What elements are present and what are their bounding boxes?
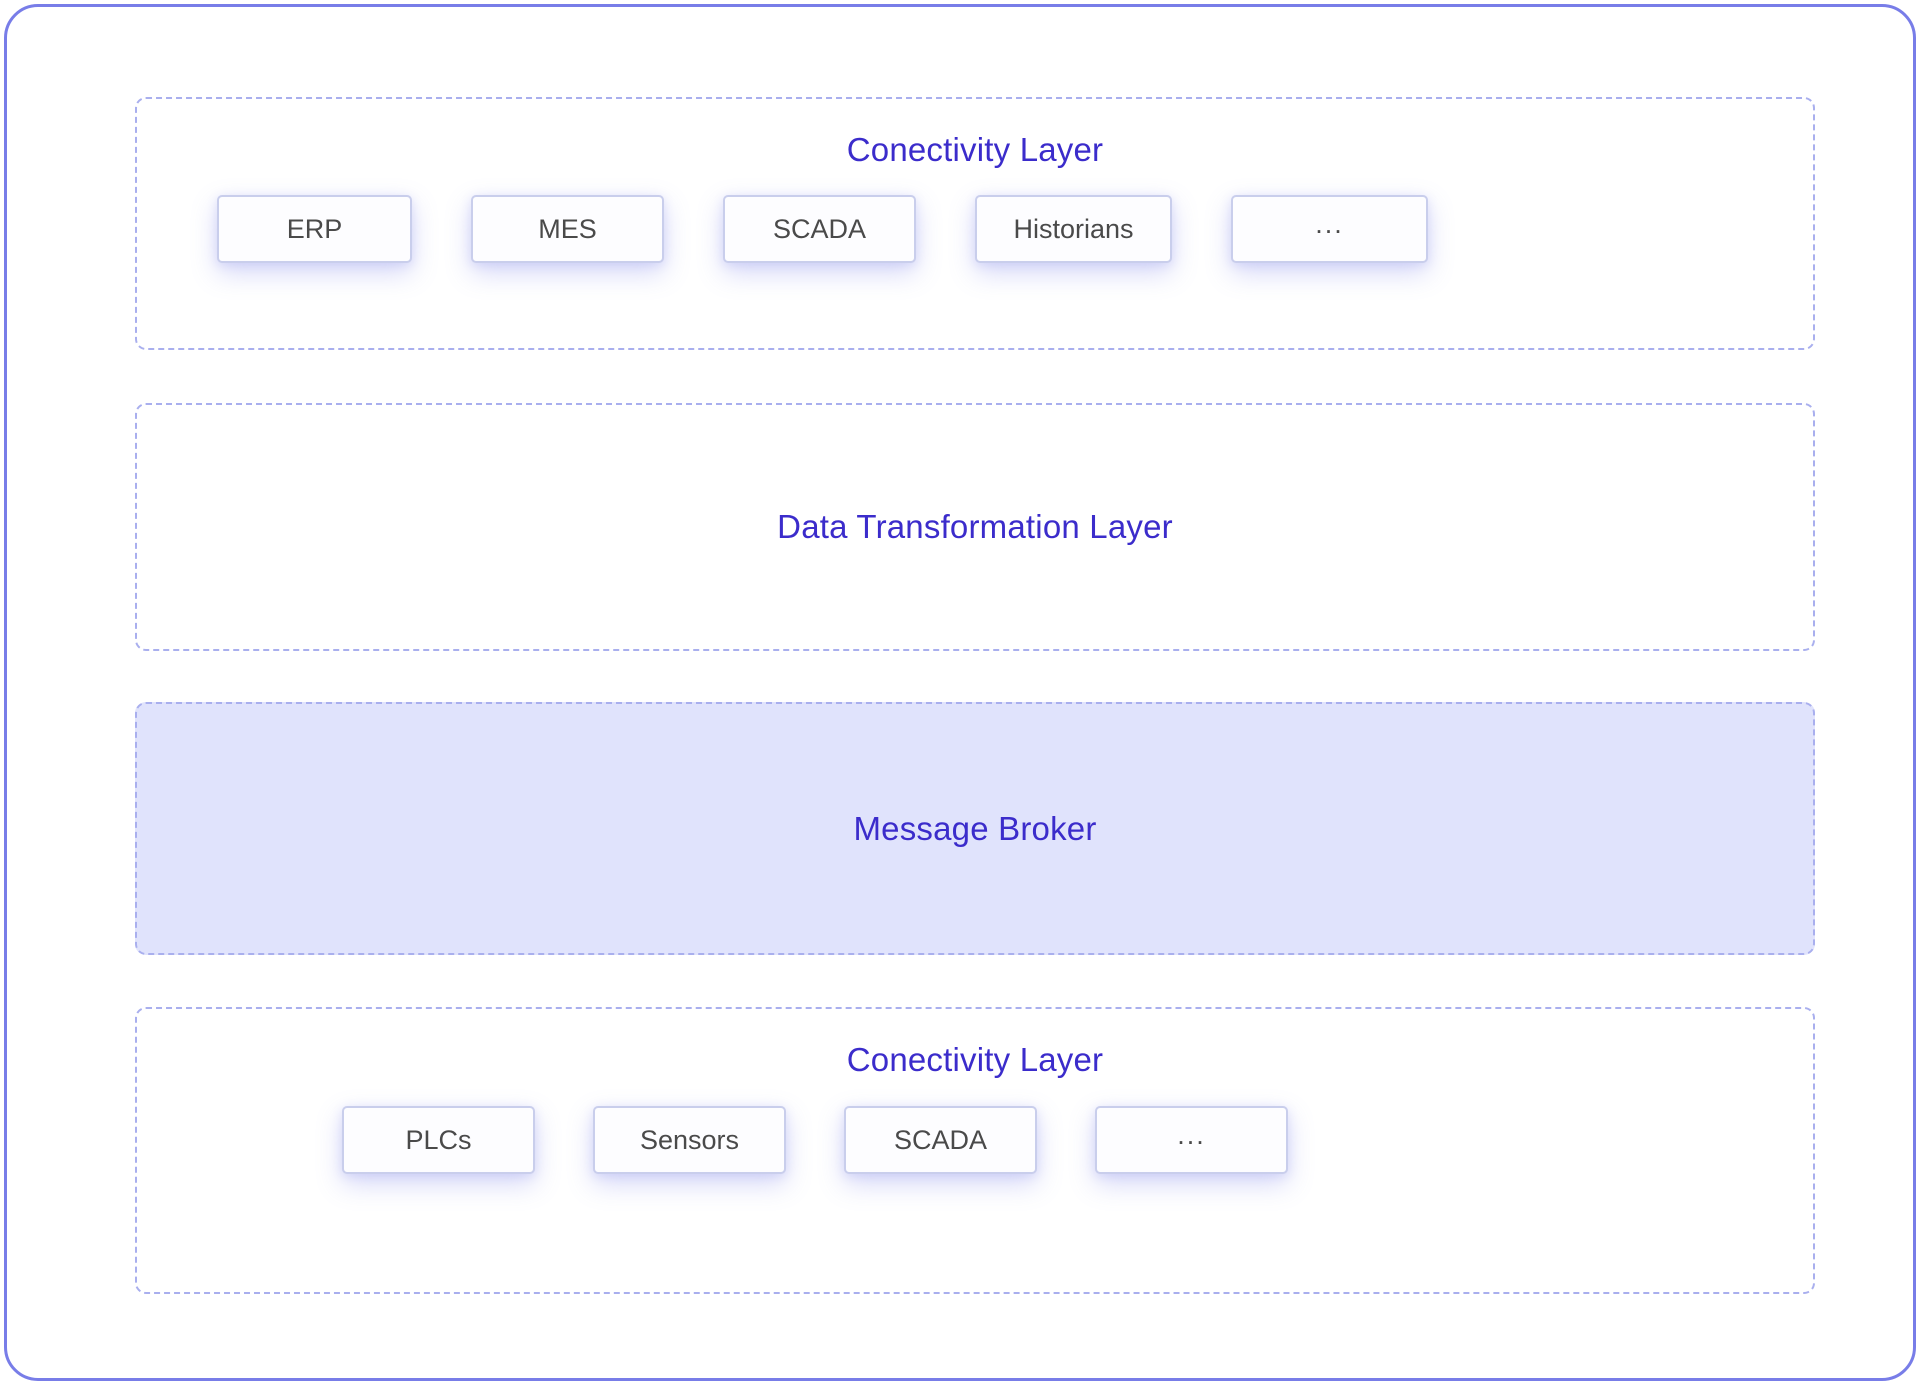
node-more-bottom[interactable]: ... (1095, 1106, 1288, 1174)
layer-connectivity-top[interactable]: Conectivity Layer ERP MES SCADA Historia… (135, 97, 1815, 350)
layer-title-data-transformation: Data Transformation Layer (777, 508, 1173, 545)
layer-title-message-broker: Message Broker (853, 809, 1097, 847)
layer-stack: Conectivity Layer ERP MES SCADA Historia… (135, 97, 1815, 1307)
node-scada-bottom[interactable]: SCADA (844, 1106, 1037, 1174)
layer-connectivity-bottom[interactable]: Conectivity Layer PLCs Sensors SCADA ... (135, 1007, 1815, 1294)
layer-title-connectivity-bottom: Conectivity Layer (846, 1041, 1104, 1078)
node-row-bottom: PLCs Sensors SCADA ... (137, 1106, 1813, 1174)
node-erp[interactable]: ERP (217, 195, 412, 263)
node-row-top: ERP MES SCADA Historians ... (137, 195, 1813, 263)
node-mes[interactable]: MES (471, 195, 664, 263)
layer-title-connectivity-top: Conectivity Layer (846, 131, 1104, 168)
node-sensors[interactable]: Sensors (593, 1106, 786, 1174)
layer-data-transformation[interactable]: Data Transformation Layer (135, 403, 1815, 651)
outer-frame: Conectivity Layer ERP MES SCADA Historia… (4, 4, 1916, 1381)
node-historians[interactable]: Historians (975, 195, 1172, 263)
node-more-top[interactable]: ... (1231, 195, 1428, 263)
layer-message-broker[interactable]: Message Broker (135, 702, 1815, 955)
node-plcs[interactable]: PLCs (342, 1106, 535, 1174)
node-scada-top[interactable]: SCADA (723, 195, 916, 263)
